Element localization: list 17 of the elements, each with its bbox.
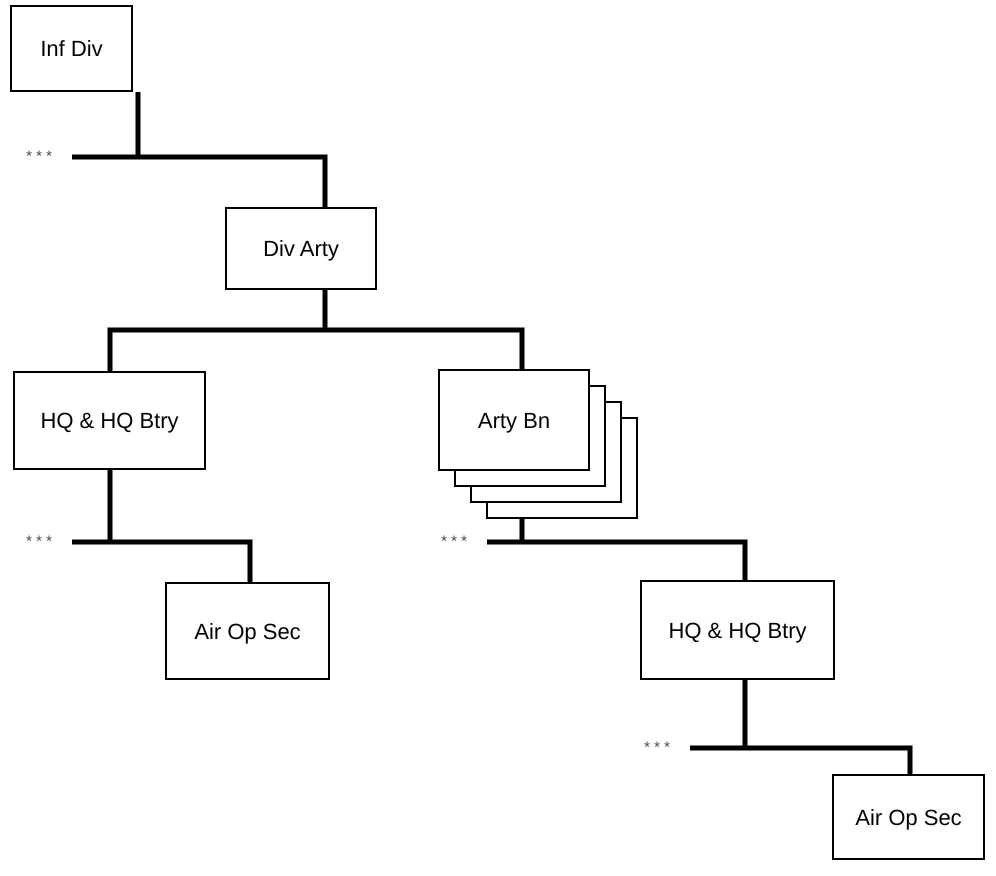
unit-box bbox=[10, 5, 133, 92]
unit-box bbox=[225, 207, 377, 290]
unit-box bbox=[640, 580, 835, 680]
unit-box bbox=[165, 582, 330, 680]
ellipsis-marker: * * * bbox=[26, 532, 52, 552]
unit-name: HQ & HQ Btry bbox=[40, 407, 179, 435]
unit-name: Inf Div bbox=[40, 35, 103, 63]
unit-name: Arty Bn bbox=[478, 406, 550, 435]
unit-box bbox=[13, 371, 206, 470]
unit-name: Air Op Sec bbox=[194, 618, 301, 646]
ellipsis-marker: * * * bbox=[26, 146, 52, 167]
unit-name: Air Op Sec bbox=[855, 804, 962, 832]
ellipsis-marker: * * * bbox=[441, 532, 467, 552]
unit-name: Div Arty bbox=[263, 235, 339, 263]
unit-name: HQ & HQ Btry bbox=[668, 616, 807, 645]
unit-box bbox=[832, 774, 985, 860]
ellipsis-marker: * * * bbox=[644, 738, 670, 758]
